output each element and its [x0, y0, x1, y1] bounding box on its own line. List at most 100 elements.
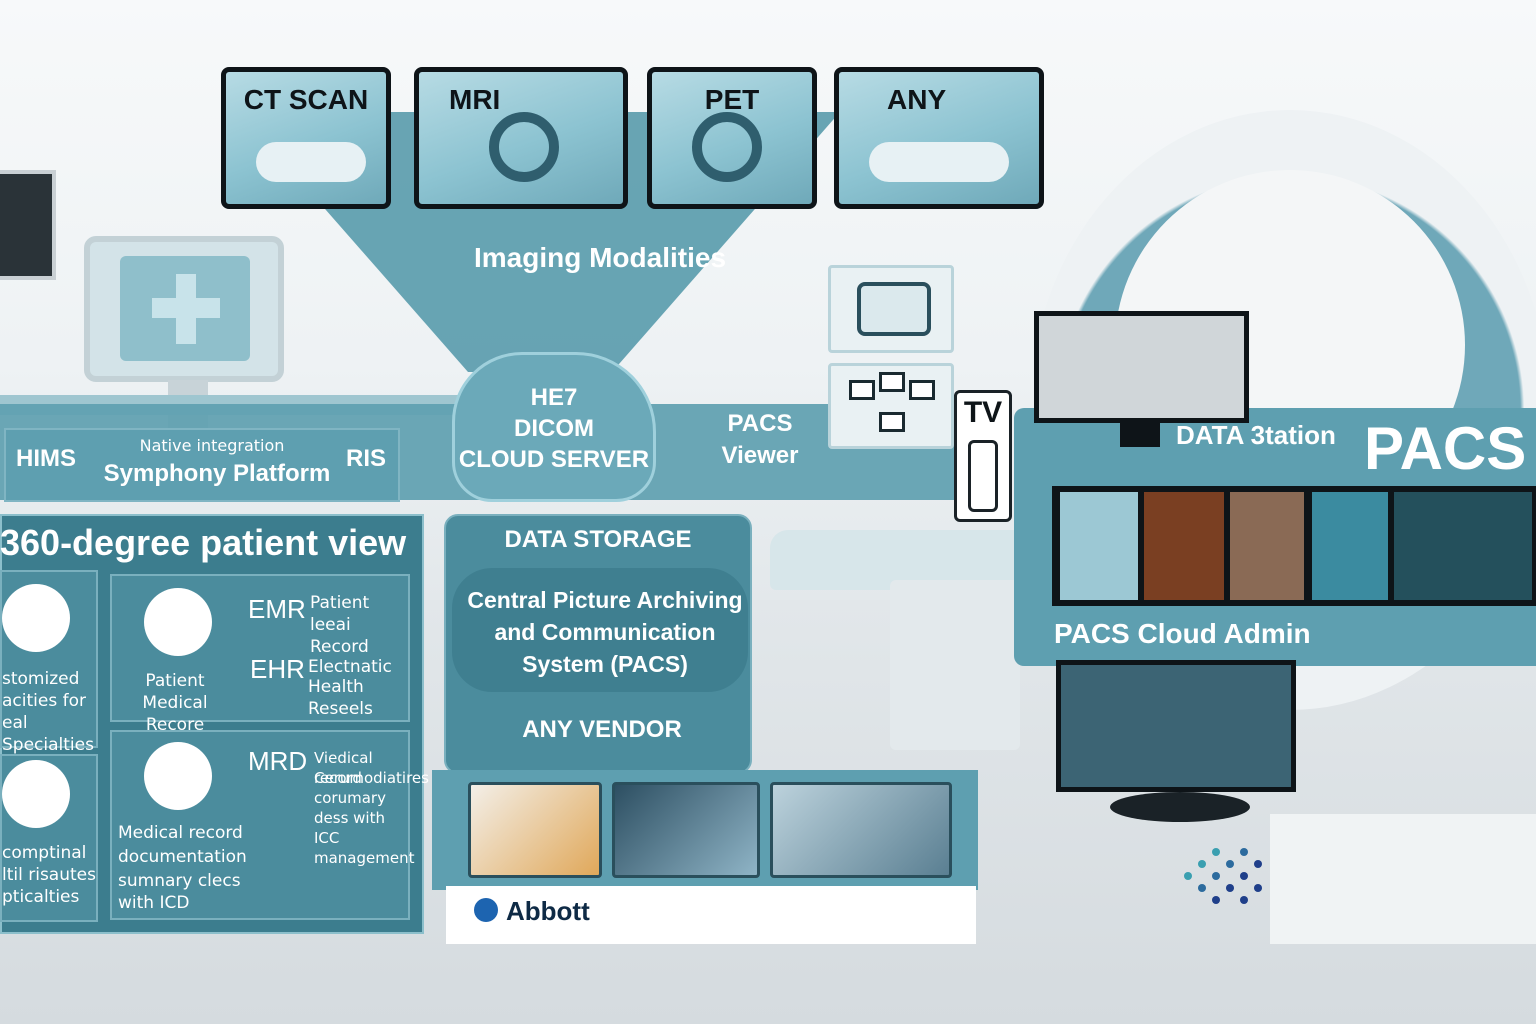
ct-table-illustration	[256, 142, 366, 182]
modality-ct-scan[interactable]: CT SCAN	[221, 67, 391, 209]
modality-any[interactable]: ANY	[834, 67, 1044, 209]
cloud-icon	[452, 352, 656, 502]
modality-label: MRI	[449, 84, 501, 115]
abbott-logo: Abbott	[506, 896, 590, 926]
tv-box	[954, 390, 1012, 522]
data-storage-title: DATA STORAGE	[504, 526, 692, 553]
pet-ring-illustration	[692, 112, 762, 182]
native-integration-label: Native integration	[139, 436, 285, 455]
radiologist-photo	[612, 782, 760, 878]
medical-image-strip	[1052, 486, 1536, 606]
pacs-title: PACS	[1364, 415, 1527, 482]
monitor-icon	[909, 380, 935, 400]
cell-text: comptinal	[2, 843, 87, 863]
cell-text: dess with	[314, 809, 385, 827]
cell-text: management	[314, 849, 415, 867]
pacs-line-2: and Communication	[494, 619, 716, 645]
wall-monitor	[0, 170, 56, 280]
clinician-photo	[770, 782, 952, 878]
cell-text: acities for	[2, 691, 86, 711]
doctor-avatar-icon	[144, 588, 212, 656]
anatomy-image	[1144, 492, 1224, 600]
imaging-modalities-title: Imaging Modalities	[473, 242, 727, 273]
clipboard-icon	[2, 584, 70, 652]
xray-image	[1060, 492, 1138, 600]
cell-text: stomized	[2, 669, 80, 689]
cell-text: Electnatic	[308, 657, 392, 677]
ehr-label: EHR	[250, 654, 305, 684]
hims-label: HIMS	[16, 445, 76, 472]
modality-label: PET	[704, 84, 760, 115]
workstation-screen	[120, 256, 250, 361]
dots-logo-icon	[1184, 848, 1262, 904]
cell-text: ICC	[314, 829, 340, 847]
pacs-cloud-admin-label: PACS Cloud Admin	[1054, 618, 1311, 649]
data-station-label: DATA 3tation	[1176, 420, 1336, 450]
cloud-line-2: DICOM	[514, 415, 594, 442]
pacs-description: Central Picture Archiving and Communicat…	[452, 584, 758, 680]
compliance-cell: comptinal ltil risautes pticalties	[0, 754, 98, 922]
brand-bar	[446, 886, 976, 944]
remote-control-icon	[968, 440, 998, 512]
monitor-icon	[879, 372, 905, 392]
vendor-logo-area	[1270, 814, 1536, 944]
cloud-line-1: HE7	[530, 384, 578, 411]
pacs-line-3: System (PACS)	[522, 651, 688, 677]
pacs-viewer-label: PACS Viewer	[690, 408, 830, 472]
mri-ring-illustration	[489, 112, 559, 182]
monitor-stand	[1110, 792, 1250, 822]
cloud-line-3: CLOUD SERVER	[458, 446, 650, 473]
modality-mri[interactable]: MRI	[414, 67, 628, 209]
symphony-platform-label: Symphony Platform	[103, 460, 331, 487]
medical-record-cell: Medical record documentation sumnary cle…	[110, 730, 429, 920]
cell-text: sumnary clecs	[118, 871, 241, 891]
cell-text: eal Specialties	[2, 713, 94, 755]
cell-text: Cerumodiatires	[314, 769, 429, 787]
modality-pet[interactable]: PET	[647, 67, 817, 209]
cell-text: Viedical record	[314, 749, 373, 787]
cell-text: Patient	[145, 671, 205, 691]
table-illustration	[869, 142, 1009, 182]
monitor-network-icon	[828, 363, 954, 449]
modality-label: ANY	[887, 84, 947, 115]
customized-specialties-cell: stomized acities for eal Specialties	[0, 570, 98, 755]
scanner-photo	[468, 782, 602, 878]
document-icon	[2, 760, 70, 828]
skeleton-image	[1230, 492, 1304, 600]
ris-label: RIS	[346, 445, 387, 472]
monitor-icon	[879, 412, 905, 432]
mrd-label: MRD	[248, 746, 308, 776]
platform-box	[4, 428, 400, 502]
cell-text: leeai Record	[310, 615, 369, 657]
monitor-icon	[849, 380, 875, 400]
slice-images	[1394, 492, 1532, 600]
cell-text: documentation	[118, 847, 247, 867]
workstation-display	[84, 236, 284, 382]
abbott-logo-icon	[474, 898, 498, 922]
cell-text: with ICD	[118, 893, 190, 913]
scanner-bed-base	[890, 580, 1020, 750]
pacs-box	[452, 568, 748, 692]
cell-text: Health Reseels	[308, 677, 373, 719]
admin-monitor	[1056, 660, 1296, 792]
tablet-pen-icon	[857, 282, 931, 336]
cell-text: Medical record	[118, 823, 243, 843]
pacs-viewer-line-2: Viewer	[721, 442, 799, 469]
any-vendor-label: ANY VENDOR	[522, 716, 682, 743]
tablet-pen-icon	[144, 742, 212, 810]
cell-text: pticalties	[2, 887, 80, 907]
scan-image	[1312, 492, 1388, 600]
pacs-line-1: Central Picture Archiving	[467, 587, 743, 613]
tv-label: TV	[963, 396, 1003, 429]
modality-label: CT SCAN	[243, 84, 369, 115]
photo-strip	[432, 770, 978, 890]
patient-record-cell: Patient Medical Recore EMR Patient leeai…	[110, 574, 410, 735]
medical-cross-icon-bar	[152, 298, 220, 318]
monitor-stand	[1120, 423, 1160, 447]
patient-view-title: 360-degree patient view	[0, 522, 407, 563]
cell-text: Patient	[310, 593, 370, 613]
viewer-panel	[828, 265, 954, 353]
cell-text: ltil risautes	[2, 865, 96, 885]
pacs-viewer-line-1: PACS	[727, 410, 793, 437]
emr-label: EMR	[248, 594, 306, 624]
